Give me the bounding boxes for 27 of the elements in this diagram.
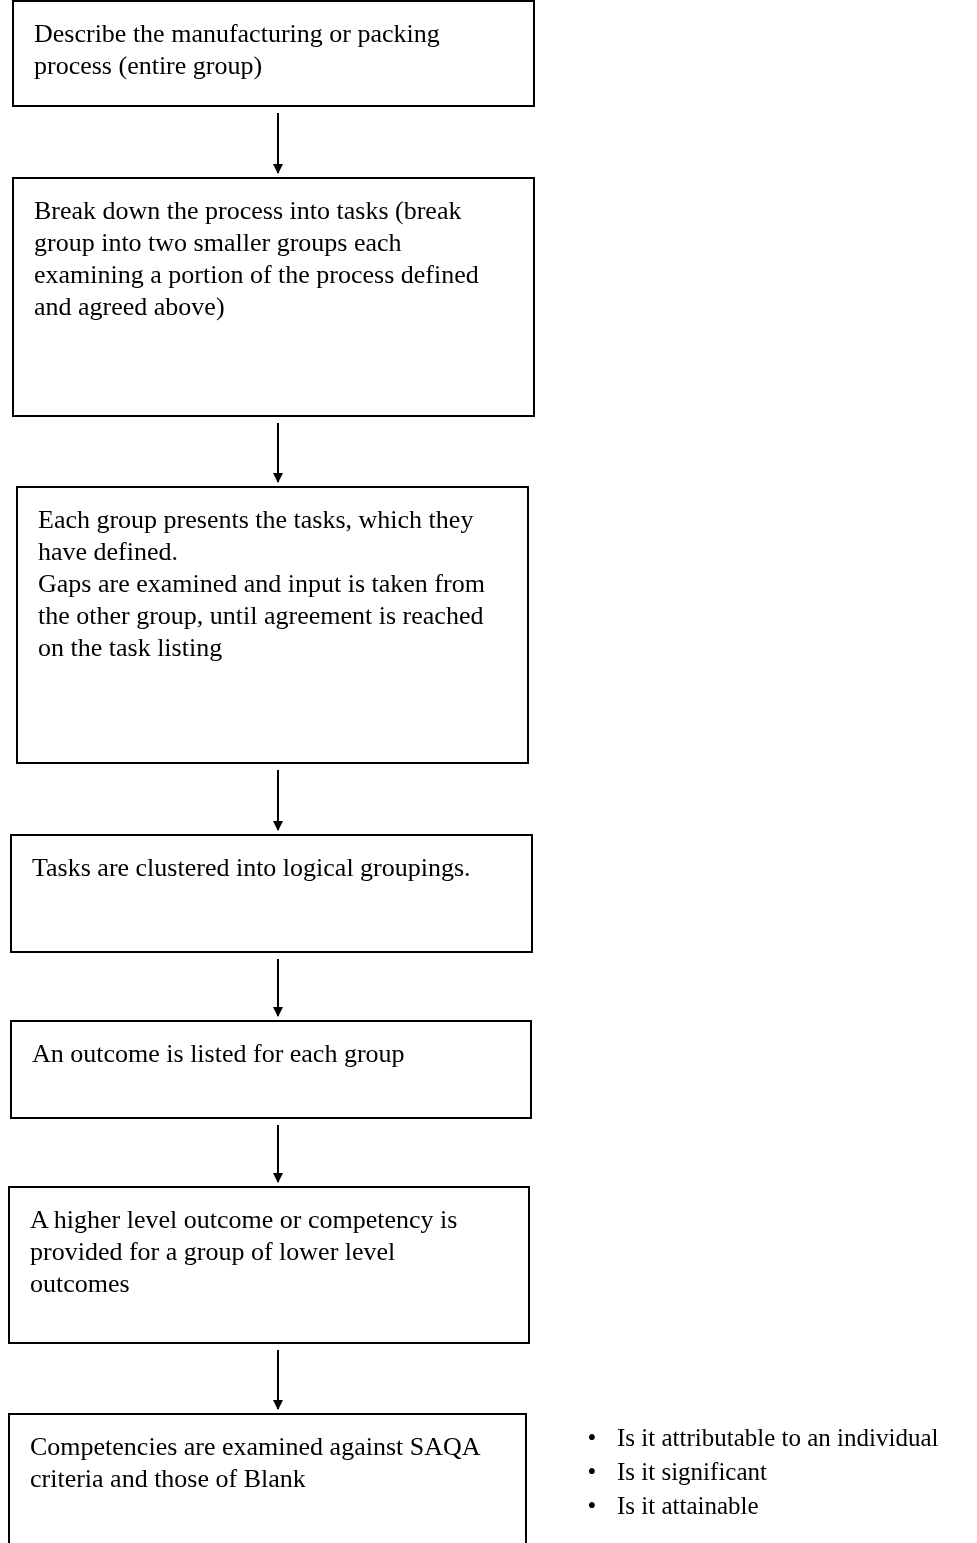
bullet: •	[586, 1491, 598, 1521]
process-box	[12, 177, 535, 417]
box-text: Tasks are clustered into logical groupings.	[32, 852, 472, 884]
process-box	[8, 1413, 527, 1543]
box-text: Gaps are examined and input is taken from the other group, until agreement is reached on the task listing	[38, 568, 486, 664]
bullet-text: Is it attributable to an individual	[617, 1423, 939, 1453]
bullet-text: Is it attainable	[617, 1491, 759, 1521]
process-box	[16, 486, 529, 764]
arrow	[273, 1349, 283, 1410]
box-text: Competencies are examined against SAQA criteria and those of Blank	[30, 1431, 481, 1495]
process-box	[10, 1020, 532, 1119]
process-box	[8, 1186, 530, 1344]
bullet-text: Is it significant	[617, 1457, 767, 1487]
process-box	[10, 834, 533, 953]
box-text: Describe the manufacturing or packing process (entire group)	[34, 18, 441, 82]
box-text: A higher level outcome or competency is provided for a group of lower level outcomes	[30, 1204, 459, 1300]
box-text: Each group presents the tasks, which they have defined.	[38, 504, 475, 568]
arrow	[273, 958, 283, 1017]
process-box	[12, 0, 535, 107]
arrow	[273, 422, 283, 483]
arrow	[273, 112, 283, 174]
box-text: An outcome is listed for each group	[32, 1038, 406, 1070]
arrow	[273, 1124, 283, 1183]
bullet: •	[586, 1423, 598, 1453]
box-text: Break down the process into tasks (break group into two smaller groups each examining a portion of the process defined and agreed above)	[34, 195, 480, 323]
arrow	[273, 769, 283, 831]
bullet: •	[586, 1457, 598, 1487]
